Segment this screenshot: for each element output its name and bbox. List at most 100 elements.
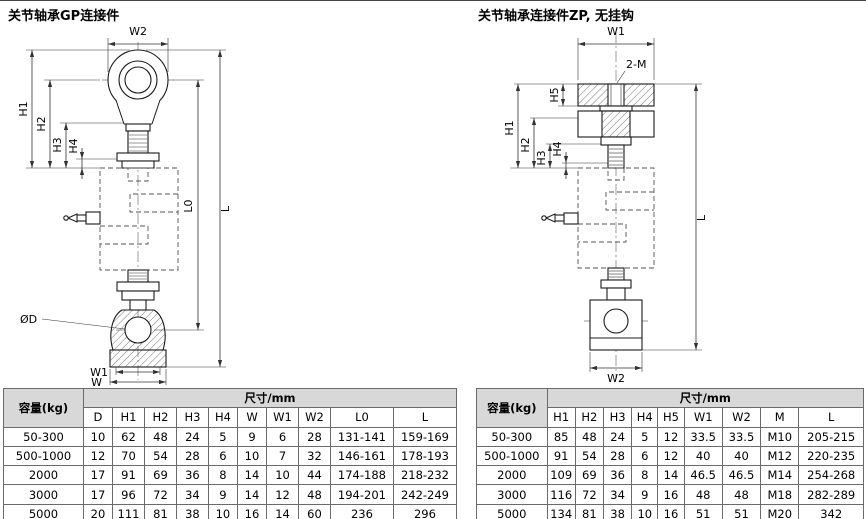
- cell: 24: [175, 426, 209, 447]
- cell: 282-289: [798, 484, 864, 505]
- cell: 16: [236, 503, 268, 519]
- cell: 46.5: [683, 465, 723, 486]
- dim-label-h5: H5: [548, 87, 561, 102]
- cell: 14: [236, 465, 268, 486]
- gp-section-title: 关节轴承GP连接件: [8, 9, 120, 24]
- cell: 48: [143, 426, 177, 447]
- cell: 218-232: [392, 465, 458, 486]
- bottom-eye-block: [589, 299, 643, 351]
- cell: 5: [631, 426, 659, 447]
- dim-label-w: W: [91, 376, 102, 388]
- cell: 34: [175, 484, 209, 505]
- cell: 9: [207, 484, 238, 505]
- column-header-h1: H1: [112, 407, 145, 428]
- table-row: 2000 17 91 69 36 8 14 10 44 174-188 218-…: [3, 465, 458, 486]
- cell: 62: [112, 426, 145, 447]
- column-header-h1: H1: [546, 407, 576, 428]
- table-row: 3000 116 72 34 9 16 48 48 M18 282-289: [476, 484, 864, 505]
- cell: 194-201: [329, 484, 394, 505]
- dimension-w1-top: W1: [577, 25, 655, 80]
- cell: 36: [602, 465, 633, 486]
- cell: 342: [798, 503, 864, 519]
- capacity-cell: 2000: [476, 465, 548, 486]
- cell: 12: [82, 445, 114, 467]
- cell: M18: [760, 484, 800, 505]
- cell: 36: [175, 465, 209, 486]
- cell: 81: [143, 503, 177, 519]
- dimension-h5: H5: [548, 84, 578, 107]
- cell: 10: [631, 503, 659, 519]
- table-row: 3000 17 96 72 34 9 14 12 48 194-201 242-…: [3, 484, 458, 505]
- table-row: 500-1000 12 70 54 28 6 10 7 32 146-161 1…: [3, 445, 458, 467]
- cell: 69: [574, 465, 604, 486]
- cell: M14: [760, 465, 800, 486]
- cell: 296: [392, 503, 458, 519]
- column-header-l: L: [392, 407, 458, 428]
- zp-section-title: 关节轴承连接件ZP, 无挂钩: [478, 9, 635, 24]
- cell: M20: [760, 503, 800, 519]
- cell: 34: [602, 484, 633, 505]
- cell: 14: [236, 484, 268, 505]
- cell: 17: [82, 484, 114, 505]
- header-row: 容量(kg) 尺寸/mm: [476, 387, 865, 428]
- cell: 14: [266, 503, 299, 519]
- subheader-row: D H1 H2 H3 H4 W W1 W2 L0 L: [4, 407, 458, 428]
- cell: 236: [329, 503, 394, 519]
- capacity-cell: 5000: [476, 503, 548, 519]
- dim-label-l: L: [219, 205, 232, 212]
- cell: 10: [266, 465, 299, 486]
- cell: 91: [112, 465, 145, 486]
- cell: 81: [574, 503, 604, 519]
- dimension-l-stack: L0 L: [146, 49, 232, 368]
- cell: 28: [602, 445, 633, 467]
- grease-fitting: [63, 211, 101, 225]
- cell: 8: [631, 465, 659, 486]
- cell: 38: [175, 503, 209, 519]
- dim-label-h2: H2: [519, 137, 532, 152]
- top-divider: [0, 0, 866, 1]
- table-row: 500-1000 91 54 28 6 12 40 40 M12 220-235: [476, 445, 864, 467]
- column-header-h2: H2: [574, 407, 604, 428]
- cell: 44: [298, 465, 331, 486]
- column-header-l0: L0: [329, 407, 394, 428]
- header-row: 容量(kg) 尺寸/mm: [3, 387, 458, 428]
- cell: 24: [602, 426, 633, 447]
- column-header-w2: W2: [298, 407, 331, 428]
- bottom-clevis-section: [109, 309, 167, 368]
- cell: 6: [207, 445, 238, 467]
- column-header-w: W: [236, 407, 268, 428]
- cell: 146-161: [329, 445, 394, 467]
- cell: 51: [721, 503, 762, 519]
- column-header-d: D: [82, 407, 114, 428]
- cell: 116: [546, 484, 576, 505]
- dim-label-w1: W1: [607, 25, 625, 38]
- gp-table-container: 容量(kg) 尺寸/mm D H1 H2 H3 H4 W W1 W2 L0 L: [3, 387, 458, 519]
- dimension-l: L: [642, 83, 708, 351]
- dim-label-l0: L0: [182, 199, 195, 212]
- grease-fitting: [541, 212, 579, 225]
- capacity-header: 容量(kg): [3, 388, 84, 428]
- cell: 46.5: [721, 465, 762, 486]
- column-header-m: M: [760, 407, 800, 428]
- cell: 16: [657, 484, 685, 505]
- cell: 51: [683, 503, 723, 519]
- cell: M12: [760, 445, 800, 467]
- cell: 5: [207, 426, 238, 447]
- table-row: 5000 134 81 38 10 16 51 51 M20 342: [476, 503, 864, 519]
- cell: 178-193: [392, 445, 458, 467]
- cell: 6: [631, 445, 659, 467]
- cell: 254-268: [798, 465, 864, 486]
- dim-label-h2: H2: [35, 116, 48, 131]
- size-header: 尺寸/mm: [546, 387, 865, 409]
- lower-stud-assembly: [600, 267, 632, 301]
- cell: 48: [721, 484, 762, 505]
- column-header-h4: H4: [631, 407, 659, 428]
- cell: 131-141: [329, 426, 394, 447]
- top-plate-assembly: [577, 83, 655, 169]
- zp-table-container: 容量(kg) 尺寸/mm H1 H2 H3 H4 H5 W1 W2 M L 50: [476, 387, 865, 519]
- gp-technical-drawing: W2 H1 H2 H3 H4 L0 L: [17, 25, 232, 388]
- cell: 54: [143, 445, 177, 467]
- table-row: 50-300 85 48 24 5 12 33.5 33.5 M10 205-2…: [476, 426, 864, 447]
- zp-dimension-table: 容量(kg) 尺寸/mm H1 H2 H3 H4 H5 W1 W2 M L 50: [476, 387, 865, 519]
